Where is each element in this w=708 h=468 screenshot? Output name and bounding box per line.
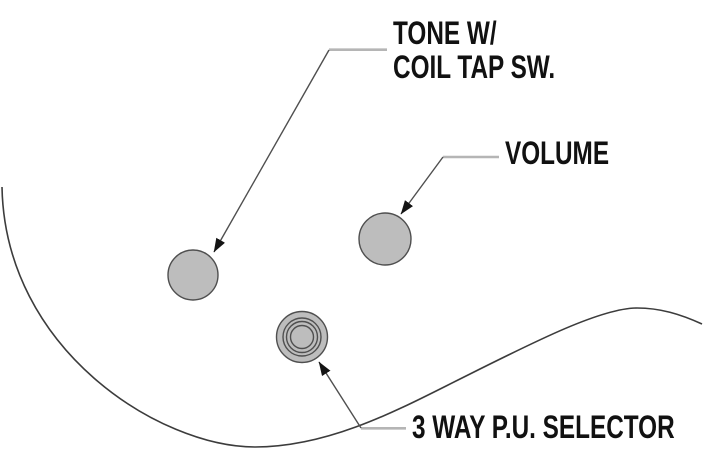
- guitar-body-outline: [1, 186, 703, 448]
- tone-label: TONE W/ COIL TAP SW.: [393, 16, 555, 84]
- selector-ring-3: [289, 324, 315, 350]
- tone-knob: [167, 249, 219, 301]
- tone-label-line1: TONE W/: [393, 15, 497, 51]
- tone-leader-arrow-line: [213, 49, 330, 253]
- tone-callout-leader: [213, 48, 387, 253]
- selector-label: 3 WAY P.U. SELECTOR: [412, 409, 675, 445]
- volume-label: VOLUME: [505, 135, 610, 171]
- selector-ring-1: [282, 317, 322, 357]
- volume-knob: [358, 212, 412, 266]
- selector-ring-2: [285, 320, 319, 354]
- tone-label-line2: COIL TAP SW.: [393, 49, 556, 85]
- volume-callout-leader: [400, 155, 499, 215]
- selector-callout-leader: [318, 361, 406, 430]
- selector-leader-arrow-line: [318, 361, 362, 429]
- volume-leader-arrow-line: [400, 156, 444, 215]
- selector-outer-circle: [275, 310, 329, 364]
- pickup-selector-switch: [275, 310, 329, 364]
